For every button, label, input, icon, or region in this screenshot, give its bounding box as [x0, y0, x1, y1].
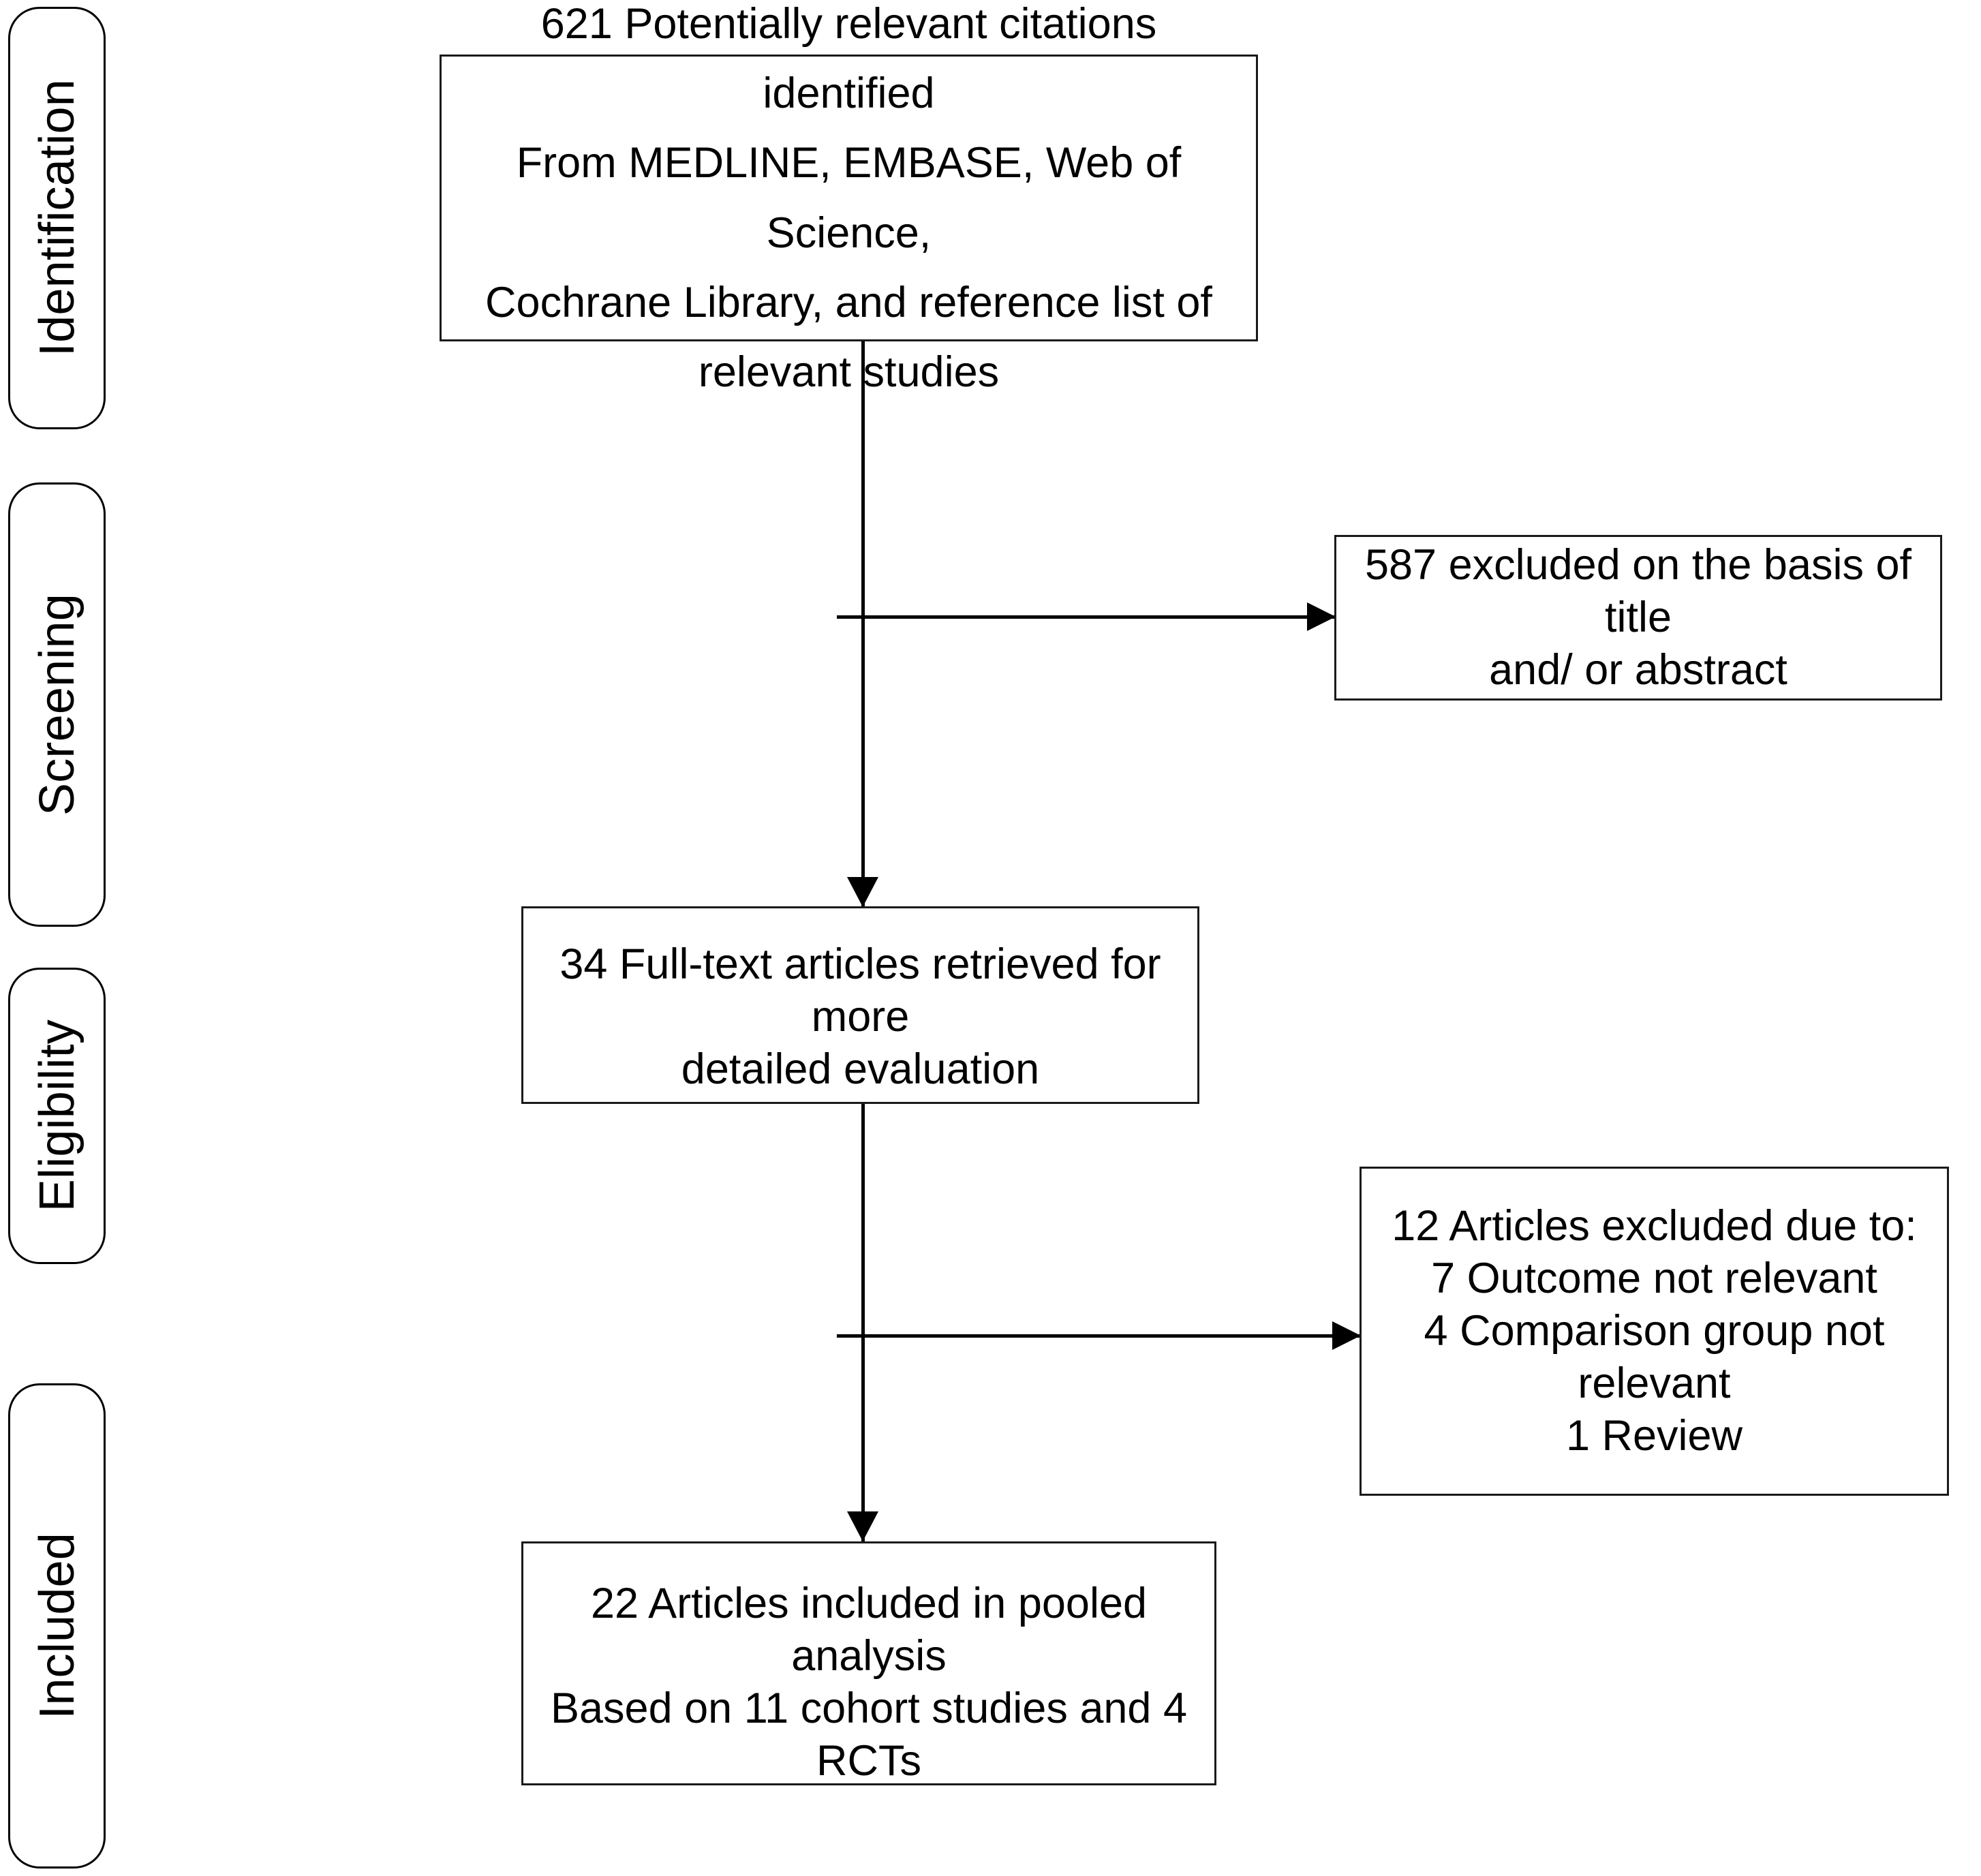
box-fulltext-retrieved-text: 34 Full-text articles retrieved for more… — [559, 940, 1161, 1093]
connector-to-excluded-title-abstract — [837, 615, 1334, 619]
arrowhead-into-fulltext-box — [847, 877, 878, 907]
connector-to-excluded-fulltext — [837, 1334, 1360, 1338]
stage-pill-screening: Screening — [8, 482, 106, 927]
box-fulltext-retrieved: 34 Full-text articles retrieved for more… — [521, 906, 1199, 1104]
arrowhead-into-excluded-title-abstract — [1307, 602, 1336, 631]
box-included-pooled-text: 22 Articles included in pooled analysis … — [551, 1580, 1187, 1785]
box-citations-identified: 621 Potentially relevant citations ident… — [440, 0, 1258, 396]
stage-pill-eligibility: Eligibility — [8, 968, 106, 1264]
stage-pill-included: Included — [8, 1383, 106, 1869]
box-excluded-title-abstract-text: 587 excluded on the basis of title and/ … — [1364, 541, 1912, 694]
connector-identified-to-fulltext — [861, 341, 865, 907]
arrowhead-into-excluded-fulltext — [1332, 1321, 1361, 1350]
stage-label-included: Included — [29, 1533, 85, 1719]
stage-label-screening: Screening — [29, 593, 85, 816]
box-excluded-fulltext-text: 12 Articles excluded due to: 7 Outcome n… — [1392, 1202, 1917, 1460]
connector-fulltext-to-included — [861, 1104, 865, 1541]
box-excluded-fulltext: 12 Articles excluded due to: 7 Outcome n… — [1360, 1167, 1949, 1496]
stage-pill-identification: Identification — [8, 7, 106, 429]
stage-label-eligibility: Eligibility — [29, 1019, 85, 1212]
arrowhead-into-included-box — [847, 1511, 878, 1541]
stage-label-identification: Identification — [29, 79, 85, 357]
box-included-pooled: 22 Articles included in pooled analysis … — [521, 1541, 1216, 1785]
box-citations-identified-text: 621 Potentially relevant citations ident… — [485, 0, 1212, 396]
box-excluded-title-abstract: 587 excluded on the basis of title and/ … — [1334, 535, 1942, 701]
